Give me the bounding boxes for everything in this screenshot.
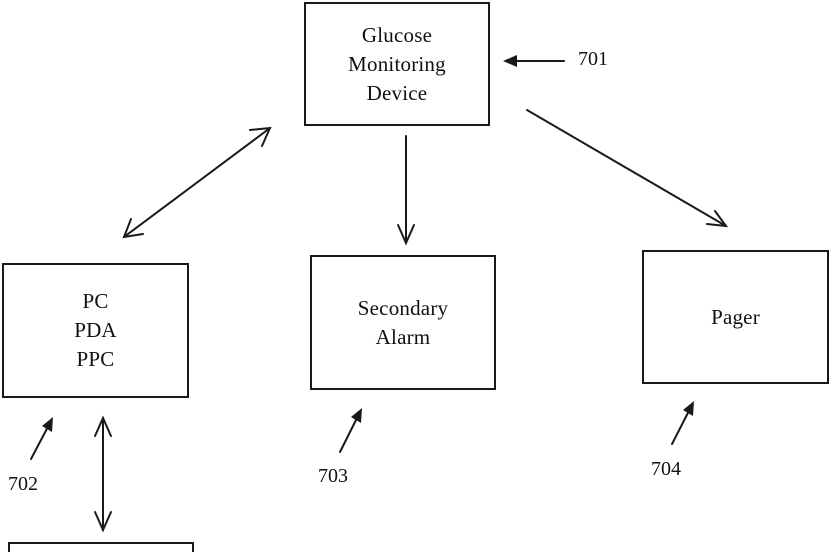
arrowhead-glucose-pager: [707, 211, 726, 226]
node-label: Secondary Alarm: [358, 294, 448, 352]
node-label: PC PDA PPC: [74, 287, 117, 374]
ref-number-701: 701: [578, 48, 608, 70]
ref-number-704: 704: [651, 458, 681, 480]
ref-number-703: 703: [318, 465, 348, 487]
arrow-glucose-pc: [124, 128, 270, 237]
node-label: Pager: [711, 303, 760, 332]
node-unlabeled-bottom: [8, 542, 194, 552]
ref-pointer-701-head: [503, 55, 517, 67]
node-label: Glucose Monitoring Device: [348, 21, 446, 108]
arrow-glucose-pager: [527, 110, 726, 226]
node-pc-pda-ppc: PC PDA PPC: [2, 263, 189, 398]
node-secondary-alarm: Secondary Alarm: [310, 255, 496, 390]
ref-number-702: 702: [8, 473, 38, 495]
node-glucose-monitoring-device: Glucose Monitoring Device: [304, 2, 490, 126]
node-pager: Pager: [642, 250, 829, 384]
